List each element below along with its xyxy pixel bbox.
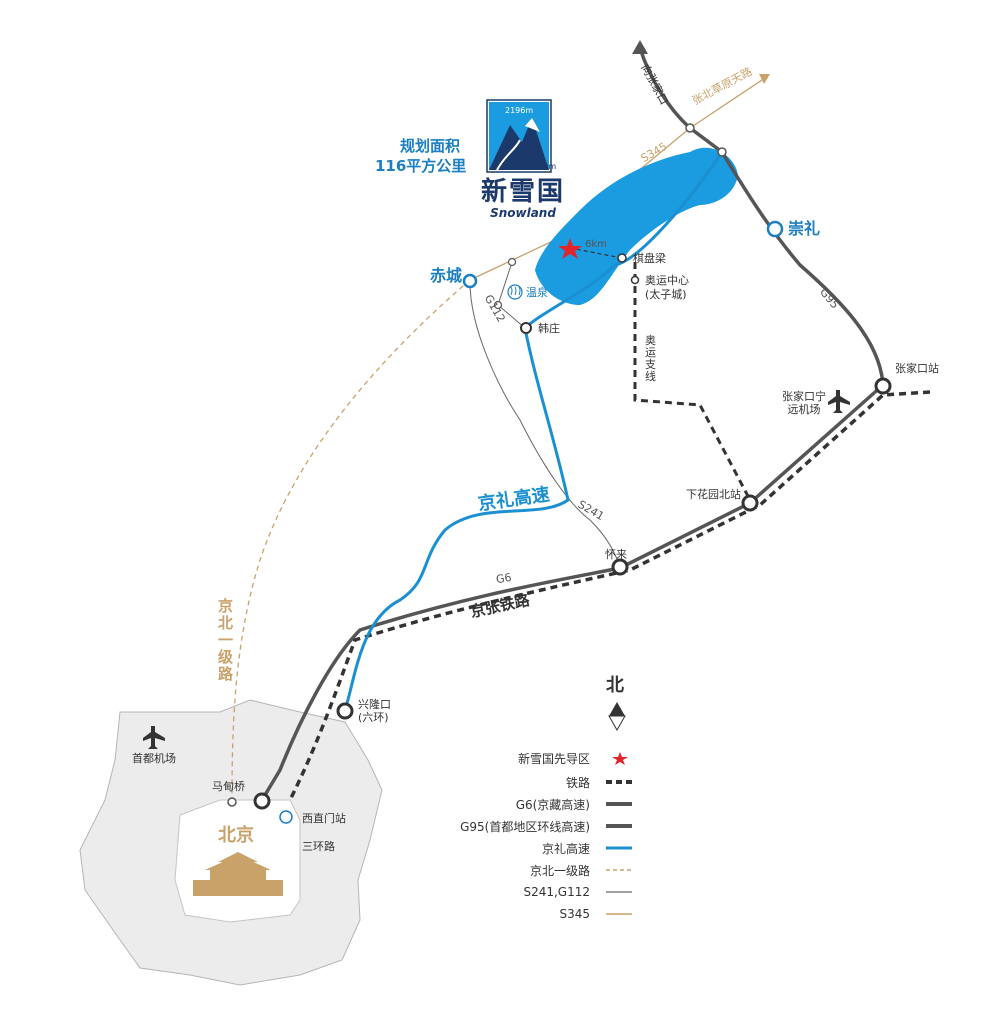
place-capital-airport: 首都机场	[132, 752, 176, 765]
place-hanzhuang: 韩庄	[538, 322, 560, 335]
distance-line	[569, 247, 623, 259]
elev-bottom-label: 1340m	[528, 162, 557, 171]
legend-item-g6: G6(京藏高速)	[515, 797, 590, 812]
jingli-highway-line	[343, 151, 724, 711]
brand-name-cn: 新雪国	[480, 177, 565, 207]
snowland-logo-icon	[486, 99, 552, 173]
place-aoyun-line: 奥运支线	[645, 334, 656, 383]
place-taizicheng: (太子城)	[645, 288, 687, 301]
place-xizhimen: 西直门站	[302, 812, 346, 825]
s345-arrow-icon	[759, 74, 770, 84]
tiananmen-illustration	[193, 852, 283, 896]
elev-top-label: 2196m	[505, 106, 534, 115]
place-linqiliang: 棋盘梁	[633, 252, 666, 265]
linqiliang-node	[617, 253, 627, 263]
xizhimen-node	[279, 810, 293, 824]
g95-arrow-icon	[632, 40, 648, 54]
madianqiao-node	[227, 797, 237, 807]
g95-junction-node	[685, 123, 695, 133]
place-aoyun: 奥运中心	[645, 274, 689, 287]
place-zhangjiakou-airport: 张家口宁远机场	[782, 390, 826, 416]
hanzhuang-node	[520, 322, 532, 334]
huailai-node	[611, 558, 629, 576]
legend-item-jingbei: 京北一级路	[529, 863, 590, 878]
legend-star-icon	[612, 752, 628, 765]
snowland-pilot-star-icon	[558, 238, 582, 259]
g112-node-a	[507, 257, 517, 267]
g95-highway-line	[638, 47, 885, 386]
railway-line	[288, 390, 931, 801]
distance-label: 6km	[585, 239, 607, 250]
aoyun-node	[630, 275, 640, 285]
road-jingbei-label: 京北一级路	[218, 597, 234, 683]
aoyun-branch-rail	[633, 262, 752, 501]
place-sanhuan: 三环路	[302, 840, 335, 853]
legend-item-rail: 铁路	[565, 775, 590, 790]
area-line1: 规划面积	[400, 137, 461, 155]
north-arrow-icon	[609, 702, 625, 716]
place-xiahuayuan: 下花园北站	[686, 488, 741, 501]
place-xinglongkou: 兴隆口(六环)	[358, 698, 391, 724]
road-g6-label: G6	[494, 570, 513, 587]
jingbei-road-line	[231, 279, 471, 801]
place-chongli: 崇礼	[788, 219, 821, 238]
xinglongkou-node	[336, 702, 354, 720]
legend-item-g95: G95(首都地区环线高速)	[460, 819, 590, 834]
place-wenquan: 温泉	[526, 286, 548, 299]
legend-item-star: 新雪国先导区	[517, 751, 590, 766]
north-label: 北	[606, 675, 624, 696]
legend-item-s241: S241,G112	[523, 885, 590, 899]
legend-item-jingli: 京礼高速	[541, 841, 590, 856]
snowland-lake	[535, 147, 738, 305]
zhangjiakou-station-node	[874, 377, 892, 395]
place-zhangjiakou-station: 张家口站	[895, 362, 939, 375]
g95-jingli-junction-node	[717, 147, 727, 157]
xiahuayuan-node	[741, 494, 759, 512]
chicheng-node	[462, 273, 478, 289]
brand-name-en: Snowland	[490, 206, 556, 220]
place-huailai: 怀来	[605, 548, 627, 561]
legend-item-s345: S345	[559, 907, 590, 921]
s241-road-line	[469, 281, 621, 569]
place-madianqiao: 马甸桥	[212, 780, 245, 793]
area-line2: 116平方公里	[375, 157, 467, 175]
place-chicheng: 赤城	[430, 266, 463, 285]
beijing-main-node	[253, 792, 271, 810]
capital-airport-icon	[143, 726, 165, 749]
zhangjiakou-airport-icon	[828, 390, 850, 413]
brand-block: 新雪国 Snowland	[478, 178, 568, 220]
g6-highway-line	[260, 383, 885, 801]
g112-node-b	[493, 300, 503, 310]
place-beijing: 北京	[218, 825, 254, 846]
chongli-node	[766, 220, 784, 238]
